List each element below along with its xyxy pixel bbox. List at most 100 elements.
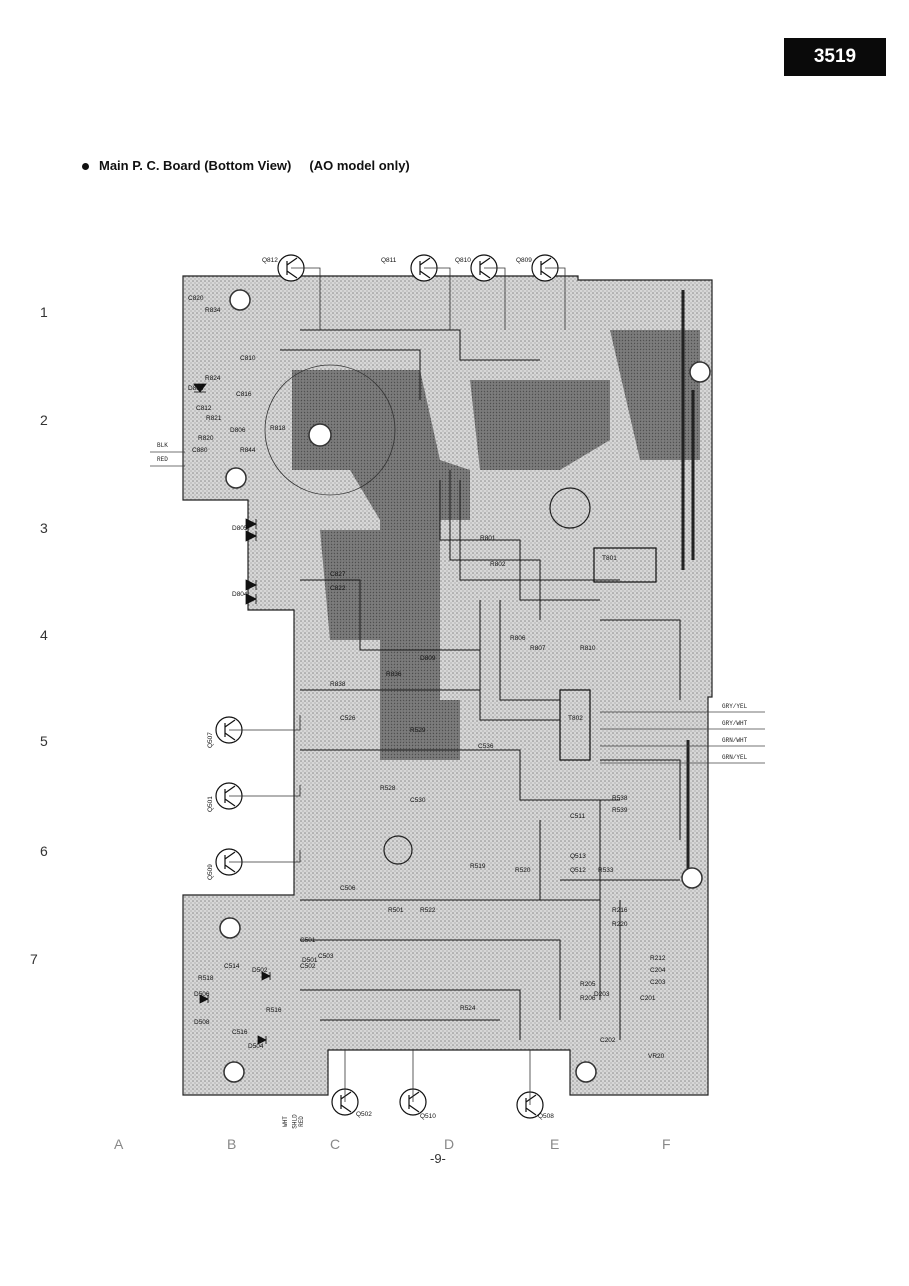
ref-c201: C201 (640, 995, 656, 1002)
ref-d504: D504 (248, 1043, 264, 1050)
trace (300, 749, 620, 801)
trace (300, 689, 560, 721)
ref-c204: C204 (650, 967, 666, 974)
trace (499, 600, 560, 701)
ref-d502: D502 (252, 967, 268, 974)
ref-c503: C503 (318, 953, 334, 960)
mounting-holes (219, 289, 711, 1083)
ref-q512: Q512 (570, 867, 586, 874)
ref-r836: R836 (386, 671, 402, 678)
trace (600, 619, 681, 700)
wire-label-grn-wht: GRN/WHT (722, 737, 748, 744)
ref-r538: R538 (612, 795, 628, 802)
transistor-q502: Q502 (331, 1050, 372, 1118)
ref-c506: C506 (340, 885, 356, 892)
col-label-c: C (330, 1136, 341, 1152)
heading-note: (AO model only) (309, 158, 410, 173)
diode-d808 (193, 383, 207, 393)
ref-d203: D203 (594, 991, 610, 998)
transistor-lead (291, 267, 321, 330)
ref-c511: C511 (570, 813, 585, 820)
ref-r501: R501 (388, 907, 404, 914)
ref-c514: C514 (224, 963, 240, 970)
transistor-label: Q507 (207, 732, 214, 748)
wire-label-blk: BLK (157, 442, 168, 449)
transistor-lead (229, 850, 301, 863)
row-label-6: 6 (40, 843, 48, 859)
transistor-q507: Q507 (207, 715, 301, 748)
mounting-hole (219, 917, 241, 939)
mounting-hole (308, 423, 332, 447)
ref-r518: R518 (198, 975, 214, 982)
ref-r844: R844 (240, 447, 256, 454)
component-outline (264, 364, 396, 496)
ref-d805: D805 (232, 525, 248, 532)
mounting-hole (223, 1061, 245, 1083)
diodes (193, 383, 271, 1045)
ref-r220: R220 (612, 921, 628, 928)
bullet-icon (82, 163, 89, 171)
transistor-electrodes (479, 257, 491, 279)
mounting-hole (681, 867, 703, 889)
ref-c516: C516 (232, 1029, 248, 1036)
transistor-electrodes (419, 257, 431, 279)
trace (300, 939, 561, 1020)
component-outline (549, 487, 591, 529)
ref-d808: D808 (188, 385, 204, 392)
transistor-label: Q501 (207, 796, 214, 812)
ref-r519: R519 (470, 863, 486, 870)
copper-area-mid (380, 500, 440, 700)
transistor-q812: Q812 (262, 254, 321, 330)
mounting-hole (575, 1061, 597, 1083)
board-outline (182, 275, 713, 1096)
row-label-1: 1 (40, 304, 48, 320)
transistor-electrodes (224, 851, 236, 873)
ref-c816: C816 (236, 391, 252, 398)
ref-d809: D809 (420, 655, 436, 662)
ref-c530: C530 (410, 797, 426, 804)
ref-r810: R810 (580, 645, 596, 652)
ref-r818: R818 (270, 425, 286, 432)
ref-c203: C203 (650, 979, 666, 986)
row-label-7: 7 (30, 951, 38, 967)
transistor-q810: Q810 (455, 254, 506, 330)
diode-d804 (245, 593, 257, 605)
row-label-3: 3 (40, 520, 48, 536)
page-number: -9- (430, 1151, 446, 1166)
trace (439, 480, 600, 601)
ref-r529: R529 (410, 727, 426, 734)
ref-r212: R212 (650, 955, 666, 962)
ref-r528: R528 (380, 785, 396, 792)
ref-r801: R801 (480, 535, 496, 542)
ref-r821: R821 (206, 415, 222, 422)
ref-vr20: VR20 (648, 1053, 665, 1060)
trace (300, 579, 480, 651)
ref-r834: R834 (205, 307, 221, 314)
ref-c526: C526 (340, 715, 356, 722)
row-label-5: 5 (40, 733, 48, 749)
transistor-electrodes (540, 257, 552, 279)
transistor-electrodes (286, 257, 298, 279)
ref-t801: T801 (602, 555, 617, 562)
trace (280, 349, 421, 400)
ref-r539: R539 (612, 807, 628, 814)
copper-area-upper (292, 370, 470, 520)
ref-r806: R806 (510, 635, 526, 642)
transistor-label: Q508 (538, 1113, 554, 1120)
transistor-q811: Q811 (381, 254, 451, 330)
component-outline (383, 835, 413, 865)
ref-c820: C820 (188, 295, 204, 302)
wire-label-grn-yel: GRN/YEL (722, 754, 748, 761)
ref-c536: C536 (478, 743, 494, 750)
copper-area-right-upper (610, 330, 700, 460)
traces (280, 329, 681, 1040)
transistor-lead (229, 785, 301, 797)
ref-r838: R838 (330, 681, 346, 688)
ref-r524: R524 (460, 1005, 476, 1012)
transistor-label: Q502 (356, 1111, 372, 1118)
right-wires (600, 711, 765, 764)
mounting-hole (229, 289, 251, 311)
transistor-electrodes (340, 1091, 352, 1113)
